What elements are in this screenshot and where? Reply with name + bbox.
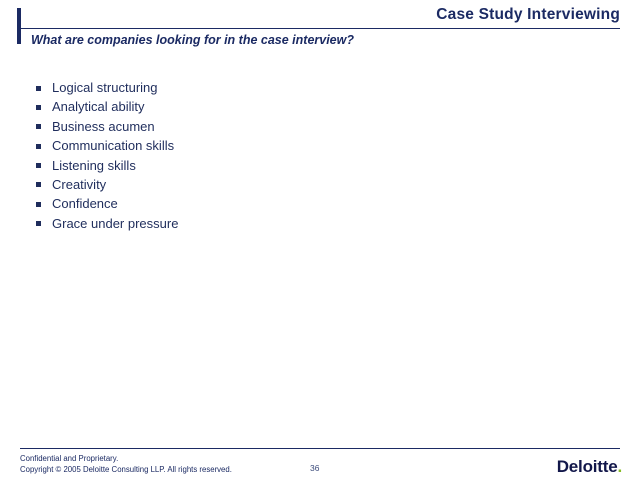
square-bullet-icon: [36, 163, 41, 169]
footer-legal-text: Confidential and Proprietary. Copyright …: [20, 454, 232, 475]
square-bullet-icon: [36, 182, 41, 188]
square-bullet-icon: [36, 143, 41, 149]
footer-legal-line-1: Confidential and Proprietary.: [20, 454, 119, 463]
list-item: Creativity: [0, 175, 638, 194]
slide-subtitle: What are companies looking for in the ca…: [31, 33, 354, 47]
bullet-list: Logical structuring Analytical ability B…: [0, 78, 638, 233]
deloitte-logo-text: Deloitte: [556, 457, 618, 476]
square-bullet-icon: [36, 85, 41, 91]
square-bullet-icon: [36, 201, 41, 207]
header-accent-bar: [17, 8, 21, 44]
footer-legal-line-2: Copyright © 2005 Deloitte Consulting LLP…: [20, 464, 232, 474]
list-item-label: Listening skills: [52, 157, 136, 173]
header-divider: [20, 28, 620, 29]
slide-footer: Confidential and Proprietary. Copyright …: [0, 440, 638, 478]
list-item: Business acumen: [0, 117, 638, 136]
deloitte-logo-dot: .: [617, 457, 622, 476]
slide-header: Case Study Interviewing What are compani…: [0, 0, 638, 60]
page-number: 36: [310, 463, 320, 473]
list-item: Logical structuring: [0, 78, 638, 97]
square-bullet-icon: [36, 124, 41, 130]
square-bullet-icon: [36, 104, 41, 110]
list-item: Grace under pressure: [0, 214, 638, 233]
list-item: Analytical ability: [0, 97, 638, 116]
square-bullet-icon: [36, 221, 41, 227]
list-item: Communication skills: [0, 136, 638, 155]
list-item: Listening skills: [0, 156, 638, 175]
list-item: Confidence: [0, 194, 638, 213]
slide-body: Logical structuring Analytical ability B…: [0, 78, 638, 233]
page-title: Case Study Interviewing: [436, 6, 620, 23]
deloitte-logo: Deloitte.: [557, 457, 622, 477]
list-item-label: Business acumen: [52, 118, 155, 134]
list-item-label: Logical structuring: [52, 80, 158, 95]
list-item-label: Confidence: [52, 196, 118, 212]
list-item-label: Grace under pressure: [52, 215, 179, 231]
footer-divider: [20, 448, 620, 449]
list-item-label: Creativity: [52, 176, 107, 192]
list-item-label: Communication skills: [52, 138, 175, 154]
list-item-label: Analytical ability: [52, 99, 145, 115]
